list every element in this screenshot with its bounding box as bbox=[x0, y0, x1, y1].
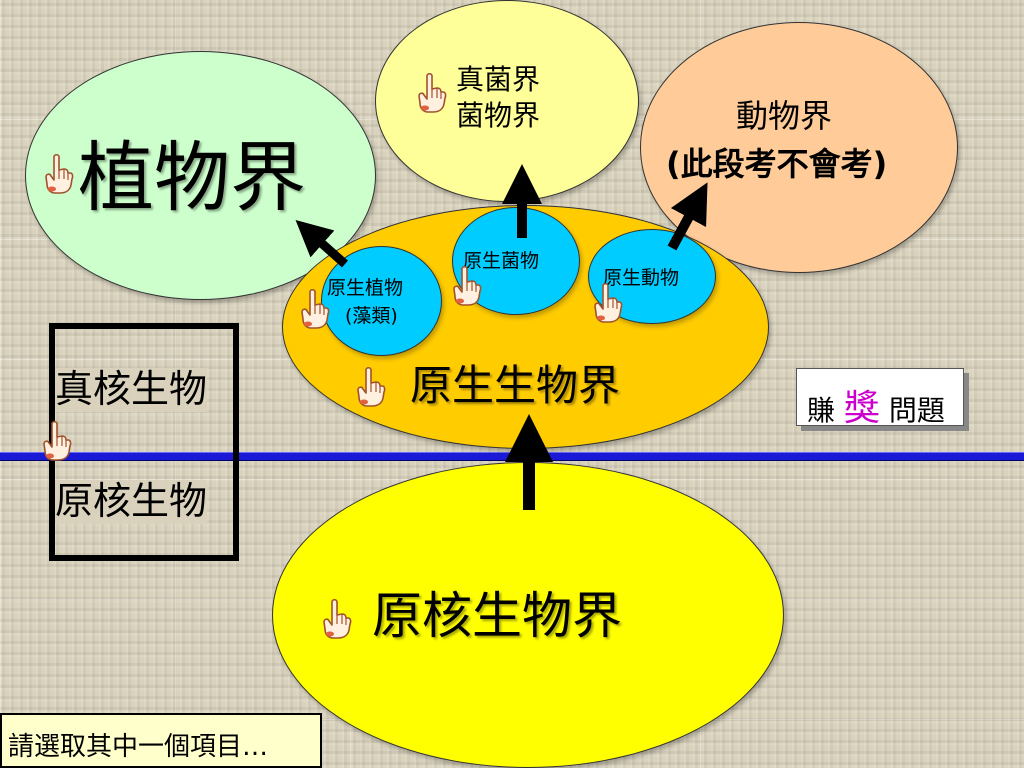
fungi-kingdom-label-1: 真菌界 bbox=[456, 63, 541, 96]
prokaryote-kingdom-label: 原核生物界 bbox=[372, 587, 622, 645]
eukaryote-label: 真核生物 bbox=[55, 367, 208, 412]
status-box: 請選取其中一個項目… bbox=[0, 713, 322, 768]
proto-plant-label-2: (藻類) bbox=[345, 305, 398, 327]
pointing-hand-icon[interactable] bbox=[589, 282, 625, 324]
classification-bracket bbox=[49, 323, 239, 561]
animal-kingdom-ellipse[interactable] bbox=[640, 22, 958, 273]
fungi-kingdom-label-2: 菌物界 bbox=[456, 99, 541, 132]
animal-kingdom-label-2: (此段考不會考) bbox=[666, 145, 888, 183]
proto-animal-label: 原生動物 bbox=[603, 267, 680, 289]
pointing-hand-icon[interactable] bbox=[318, 598, 354, 640]
pointing-hand-icon[interactable] bbox=[413, 72, 449, 114]
protist-kingdom-label: 原生生物界 bbox=[410, 361, 621, 410]
pointing-hand-icon[interactable] bbox=[40, 153, 76, 195]
plant-kingdom-label: 植物界 bbox=[78, 133, 306, 222]
proto-fungi-circle[interactable] bbox=[452, 207, 580, 315]
pointing-hand-icon[interactable] bbox=[296, 288, 332, 330]
button-prefix: 賺 bbox=[807, 394, 836, 427]
prokaryote-label: 原核生物 bbox=[55, 479, 208, 524]
pointing-hand-icon[interactable] bbox=[352, 366, 388, 408]
bonus-question-button[interactable]: 賺 獎 問題 bbox=[796, 368, 964, 429]
proto-plant-label-1: 原生植物 bbox=[327, 277, 404, 299]
status-text: 請選取其中一個項目… bbox=[8, 732, 269, 762]
proto-plant-circle[interactable] bbox=[321, 246, 442, 356]
prokaryote-kingdom-ellipse[interactable] bbox=[272, 462, 784, 768]
proto-fungi-label: 原生菌物 bbox=[463, 250, 540, 272]
button-highlight: 獎 bbox=[843, 388, 880, 429]
pointing-hand-icon[interactable] bbox=[38, 420, 74, 462]
button-suffix: 問題 bbox=[888, 394, 945, 427]
pointing-hand-icon[interactable] bbox=[448, 265, 484, 307]
animal-kingdom-label-1: 動物界 bbox=[736, 97, 833, 135]
